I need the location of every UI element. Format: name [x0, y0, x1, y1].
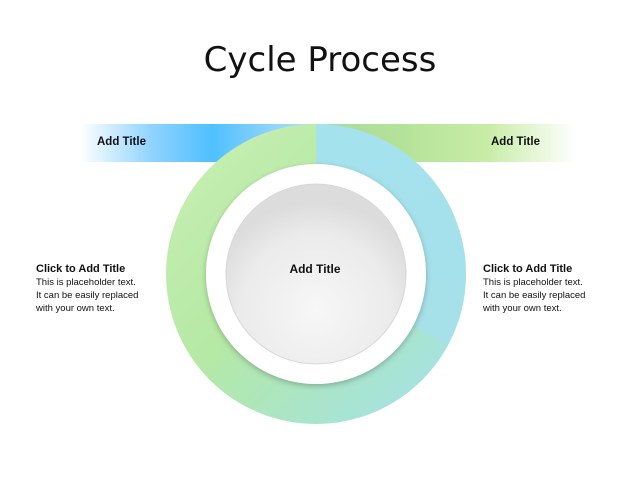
right-body-line-2: It can be easily replaced: [483, 290, 586, 301]
left-body-line-2: It can be easily replaced: [36, 290, 139, 301]
right-text-block[interactable]: Click to Add Title This is placeholder t…: [483, 262, 613, 315]
left-body-line-3: with your own text.: [36, 303, 115, 314]
right-body-line-1: This is placeholder text.: [483, 277, 583, 288]
center-title[interactable]: Add Title: [289, 262, 341, 276]
left-heading[interactable]: Click to Add Title: [36, 263, 126, 275]
center-disc[interactable]: [225, 183, 407, 365]
right-body-line-3: with your own text.: [483, 303, 562, 314]
left-text-block[interactable]: Click to Add Title This is placeholder t…: [36, 262, 166, 315]
left-body-line-1: This is placeholder text.: [36, 277, 136, 288]
slide-title[interactable]: Cycle Process: [203, 40, 437, 80]
top-right-banner-label[interactable]: Add Title: [491, 136, 540, 148]
top-left-banner-label[interactable]: Add Title: [97, 136, 146, 148]
right-heading[interactable]: Click to Add Title: [483, 263, 573, 275]
